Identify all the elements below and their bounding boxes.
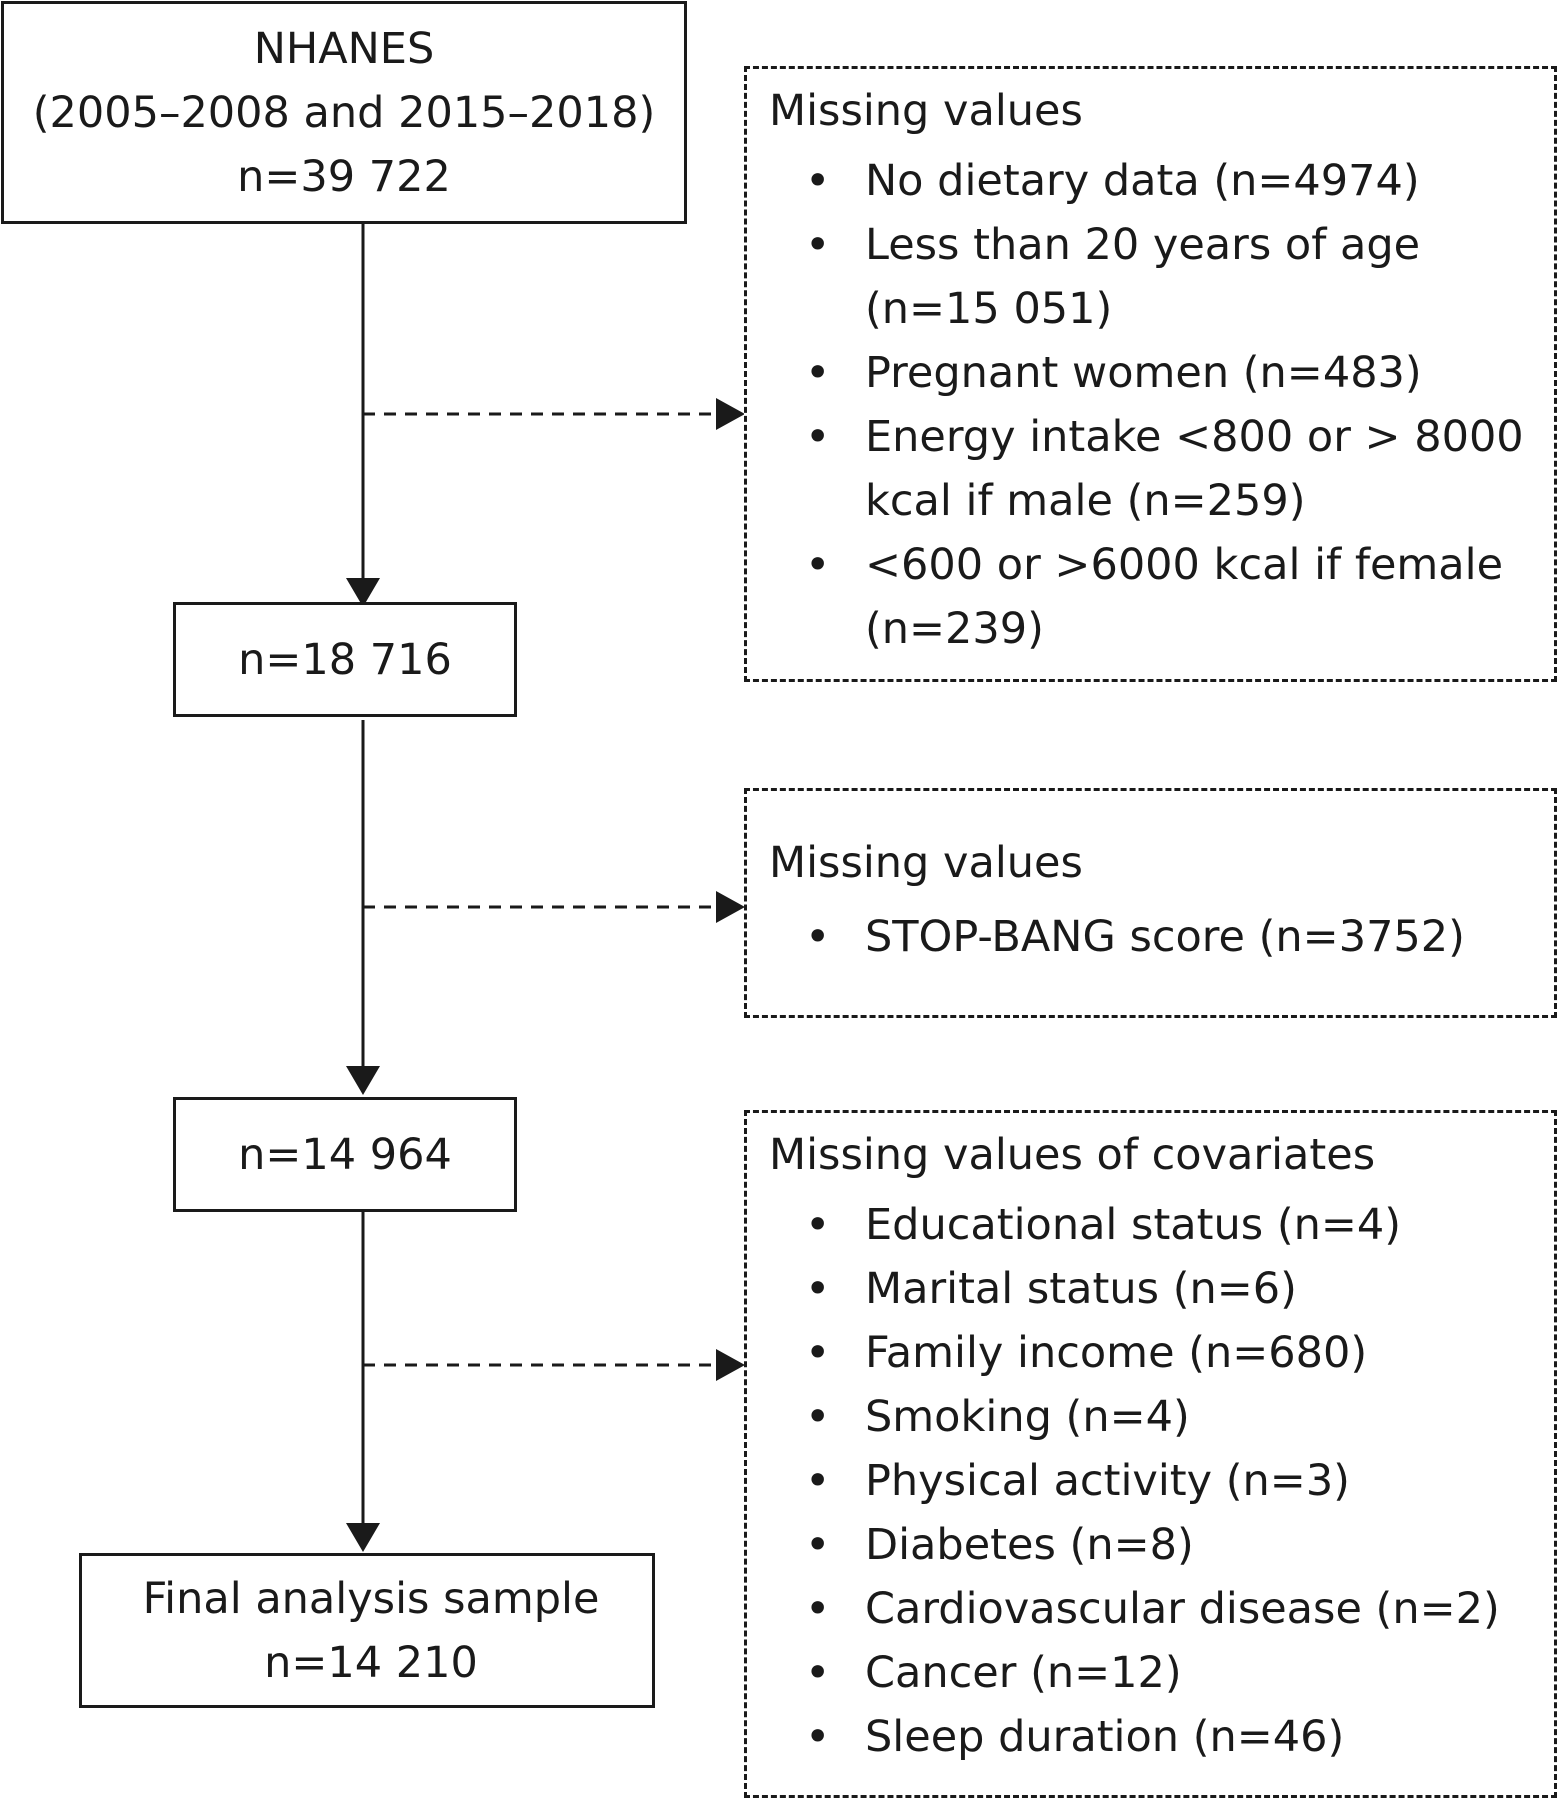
list-item: Pregnant women (n=483) — [747, 341, 1524, 405]
start-title: NHANES — [253, 23, 435, 74]
step2-box: n=14 964 — [173, 1097, 517, 1212]
list-item: <600 or >6000 kcal if female(n=239) — [747, 533, 1524, 661]
start-count: n=39 722 — [237, 151, 451, 202]
exclusion-3-list: Educational status (n=4) Marital status … — [747, 1193, 1500, 1769]
list-item: STOP-BANG score (n=3752) — [747, 905, 1465, 969]
list-item: Cardiovascular disease (n=2) — [747, 1577, 1500, 1641]
nhanes-start-box: NHANES (2005–2008 and 2015–2018) n=39 72… — [1, 1, 687, 224]
exclusion-1-list: No dietary data (n=4974) Less than 20 ye… — [747, 149, 1524, 661]
arrowhead-down — [346, 578, 380, 607]
exclusion-1-heading: Missing values — [769, 86, 1083, 136]
exclusion-box-3: Missing values of covariates Educational… — [744, 1110, 1557, 1798]
exclusion-3-heading: Missing values of covariates — [769, 1130, 1376, 1180]
arrowhead-down — [346, 1523, 380, 1552]
step1-box: n=18 716 — [173, 602, 517, 717]
list-item: Less than 20 years of age(n=15 051) — [747, 213, 1524, 341]
exclusion-box-2: Missing values STOP-BANG score (n=3752) — [744, 788, 1557, 1018]
list-item: Cancer (n=12) — [747, 1641, 1500, 1705]
final-sample-box: Final analysis sample n=14 210 — [79, 1553, 655, 1708]
step2-count: n=14 964 — [238, 1129, 452, 1180]
final-count: n=14 210 — [264, 1637, 478, 1688]
list-item: Marital status (n=6) — [747, 1257, 1500, 1321]
arrowhead-right — [716, 1349, 745, 1381]
exclusion-box-1: Missing values No dietary data (n=4974) … — [744, 66, 1557, 682]
step1-count: n=18 716 — [238, 634, 452, 685]
list-item: Smoking (n=4) — [747, 1385, 1500, 1449]
list-item: Diabetes (n=8) — [747, 1513, 1500, 1577]
list-item: Family income (n=680) — [747, 1321, 1500, 1385]
arrowhead-down — [346, 1066, 380, 1095]
list-item: No dietary data (n=4974) — [747, 149, 1524, 213]
arrowhead-right — [716, 398, 745, 430]
list-item: Educational status (n=4) — [747, 1193, 1500, 1257]
list-item: Sleep duration (n=46) — [747, 1705, 1500, 1769]
list-item: Physical activity (n=3) — [747, 1449, 1500, 1513]
start-years: (2005–2008 and 2015–2018) — [32, 87, 656, 138]
exclusion-2-list: STOP-BANG score (n=3752) — [747, 905, 1465, 969]
exclusion-2-heading: Missing values — [769, 838, 1083, 888]
arrowhead-right — [716, 891, 745, 923]
final-title: Final analysis sample — [142, 1573, 600, 1624]
